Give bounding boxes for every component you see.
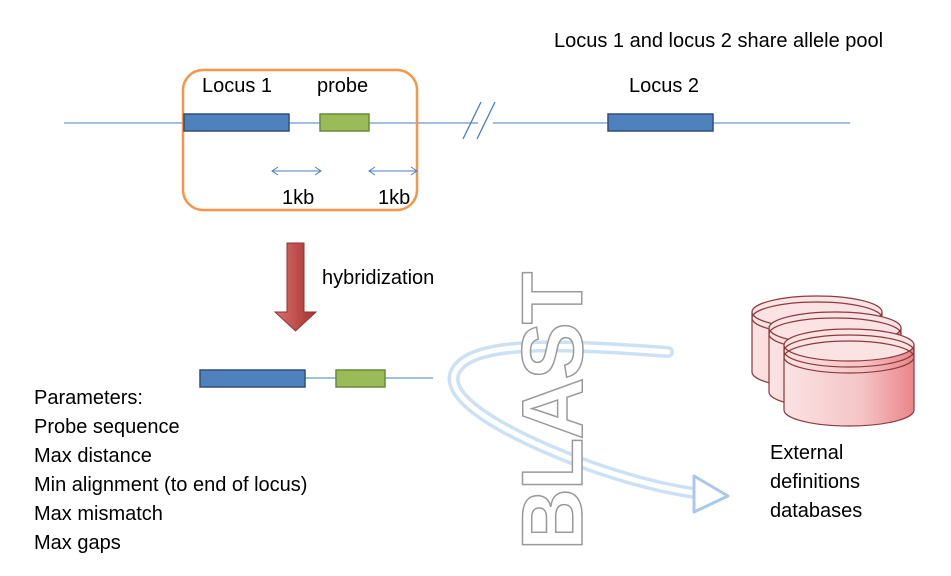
hybridization-arrow bbox=[273, 242, 318, 332]
distance1-label: 1kb bbox=[282, 187, 315, 209]
database-label-line: databases bbox=[770, 500, 863, 522]
probe-box bbox=[319, 113, 370, 132]
distance2-label: 1kb bbox=[378, 187, 411, 209]
parameters-title: Parameters: bbox=[34, 387, 143, 409]
distance-arrow-2 bbox=[368, 166, 418, 176]
locus2-label: Locus 2 bbox=[629, 75, 700, 97]
database-label-line: definitions bbox=[770, 471, 861, 493]
shared-allele-note: Locus 1 and locus 2 share allele pool bbox=[554, 30, 884, 52]
break-mark bbox=[462, 101, 482, 140]
parameter-item: Max mismatch bbox=[34, 503, 163, 525]
locus2-box bbox=[607, 113, 714, 132]
distance-arrow-1 bbox=[271, 166, 322, 176]
blast-arrow bbox=[447, 340, 730, 514]
fragment-locus-box bbox=[199, 369, 306, 388]
parameter-item: Max gaps bbox=[34, 532, 121, 554]
locus1-label: Locus 1 bbox=[202, 75, 273, 97]
database-icon bbox=[751, 295, 915, 427]
hybridization-label: hybridization bbox=[322, 267, 435, 289]
parameter-item: Min alignment (to end of locus) bbox=[34, 474, 308, 496]
probe-label: probe bbox=[317, 75, 369, 97]
locus1-probe-frame bbox=[181, 68, 419, 212]
parameter-item: Probe sequence bbox=[34, 416, 180, 438]
blast-label: BLAST bbox=[504, 273, 602, 551]
locus1-box bbox=[183, 113, 290, 132]
break-mark bbox=[476, 101, 496, 140]
database-label-line: External bbox=[770, 442, 844, 464]
fragment-probe-box bbox=[335, 369, 386, 388]
parameter-item: Max distance bbox=[34, 445, 152, 467]
